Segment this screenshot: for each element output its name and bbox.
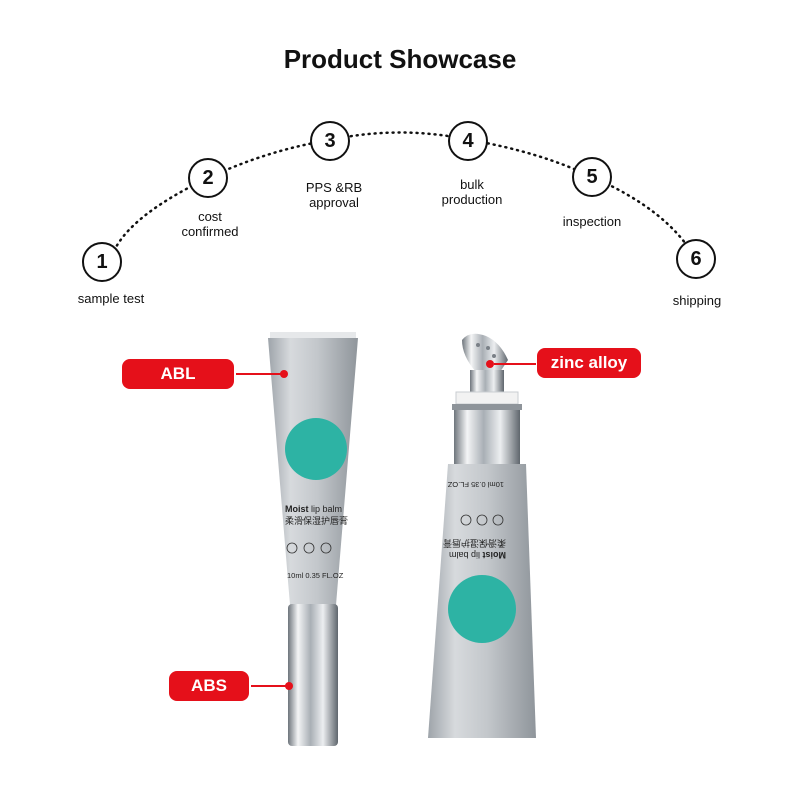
step-4-number: 4 [462,129,474,152]
abl-leader-line [236,373,282,375]
abs-pointer-dot [285,682,293,690]
step-3-number: 3 [324,129,336,152]
step-1-label: sample test [77,291,145,306]
right-tube-teal-dot [448,575,516,643]
left-tube-icons [286,542,332,554]
left-tube-volume: 10ml 0.35 FL.OZ [287,571,344,580]
right-tube-name-cn: 柔滑保湿护唇膏 [443,537,506,549]
right-tube-brand: Moist lip balm [449,550,506,560]
zinc-applicator-head [462,333,508,372]
step-5-label: inspection [562,214,622,229]
abs-callout: ABS [169,671,249,701]
step-6-circle: 6 [676,239,716,279]
step-2-label: cost confirmed [181,209,239,239]
step-2-circle: 2 [188,158,228,198]
right-tube-icons [460,514,504,526]
step-6-label: shipping [672,293,722,308]
left-tube-name-cn: 柔滑保湿护唇膏 [285,515,348,527]
step-6-number: 6 [690,247,702,270]
applicator-collar [455,391,519,405]
step-5-circle: 5 [572,157,612,197]
step-4-label: bulk production [441,177,503,207]
abl-pointer-dot [280,370,288,378]
applicator-neck [470,370,504,392]
left-tube: Moist lip balm 柔滑保湿护唇膏 10ml 0.35 FL.OZ [268,332,358,746]
abs-leader-line [251,685,287,687]
step-5-number: 5 [586,165,598,188]
step-4-circle: 4 [448,121,488,161]
left-tube-teal-dot [285,418,347,480]
zinc-leader-line [494,363,536,365]
abl-callout: ABL [122,359,234,389]
step-1-number: 1 [96,250,108,273]
step-1-circle: 1 [82,242,122,282]
right-tube: Moist lip balm 柔滑保湿护唇膏 10ml 0.35 FL.OZ [428,333,536,738]
step-3-label: PPS &RB approval [305,180,363,210]
zinc-pointer-dot [486,360,494,368]
left-tube-brand: Moist lip balm [285,504,342,514]
right-tube-cap [454,410,520,464]
step-3-circle: 3 [310,121,350,161]
zinc-alloy-callout: zinc alloy [537,348,641,378]
page-title: Product Showcase [283,44,517,74]
step-2-number: 2 [202,166,214,189]
left-tube-cap [288,604,338,746]
right-tube-volume: 10ml 0.35 FL.OZ [447,480,504,489]
